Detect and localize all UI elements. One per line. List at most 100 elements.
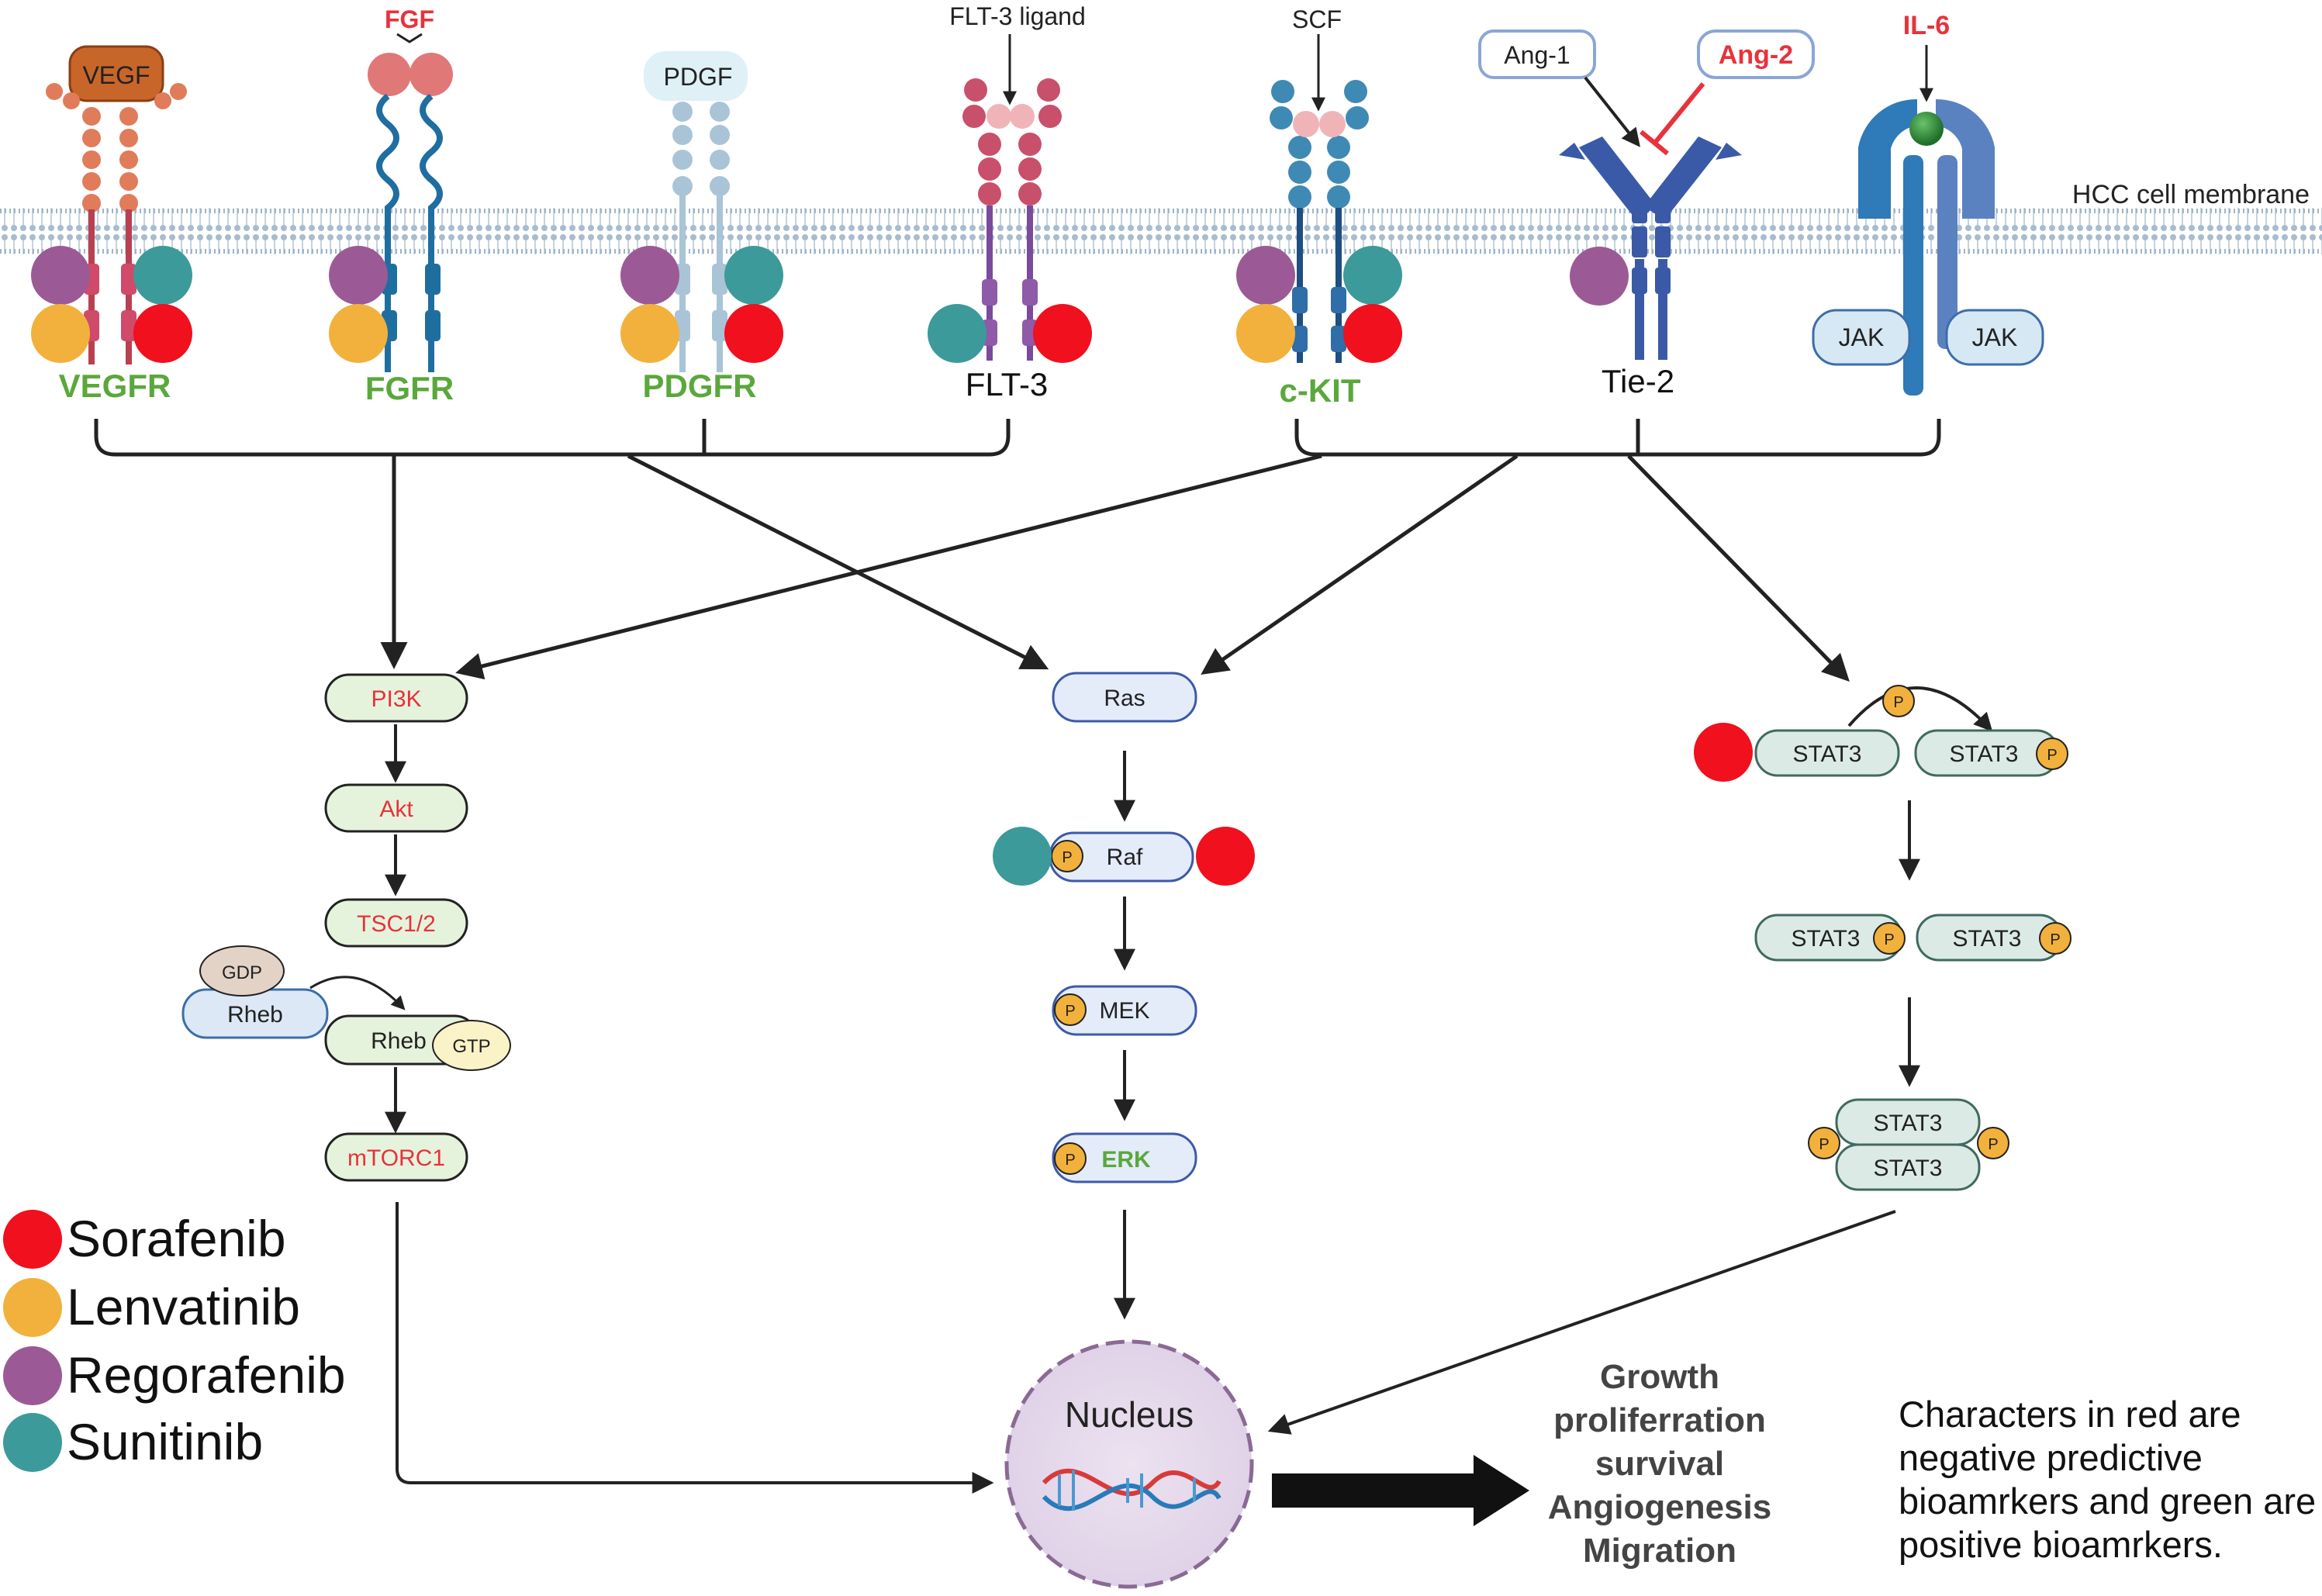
stat3-phospho-3-label: P (1884, 931, 1894, 948)
ang2-box (1697, 29, 1815, 79)
cell-outcomes: Growth proliferration survival Angiogene… (1520, 1356, 1799, 1573)
jak-left-label: JAK (1839, 323, 1885, 351)
tie2-receptor (1559, 136, 1742, 360)
mtorc1-to-nucleus (396, 1202, 994, 1494)
fgfr-receptor (368, 53, 453, 372)
sunitinib-dot-ckit (1343, 246, 1402, 305)
flt3-receptor (962, 78, 1062, 361)
mtorc1-box (324, 1132, 468, 1182)
stat3-phospho-4-label: P (2050, 931, 2060, 948)
lenvatinib-dot-fgfr (329, 304, 388, 363)
sunitinib-dot-raf (993, 827, 1052, 886)
stat3-transfer-phospho (1882, 685, 1915, 717)
regorafenib-dot-pdgfr (620, 246, 679, 305)
regorafenib-dot-vegfr (31, 246, 90, 305)
pdgfr-receptor (644, 51, 748, 372)
stat3-transfer-phospho-label: P (1893, 694, 1903, 711)
gdp-label: GDP (222, 962, 262, 983)
stat3-phospho-5 (1808, 1127, 1840, 1159)
biomarker-note: Characters in red are negative predictiv… (1899, 1394, 2317, 1565)
vegfr-receptor (46, 45, 187, 364)
rheb-activation-arrow (309, 976, 406, 1010)
nucleus (1004, 1339, 1254, 1589)
ang1-box (1478, 29, 1596, 79)
erk-box (1052, 1132, 1197, 1183)
gtp-label: GTP (452, 1036, 490, 1057)
mek-box (1052, 985, 1197, 1036)
lenvatinib-dot-pdgfr (620, 304, 679, 363)
sorafenib-dot-raf (1196, 827, 1255, 886)
jak-left-box (1812, 309, 1911, 366)
pathway-connectors (94, 419, 1941, 682)
tsc-box (324, 898, 468, 948)
mtorc1-label: mTORC1 (347, 1145, 445, 1171)
sorafenib-dot-flt3 (1033, 304, 1092, 363)
vegf-ligand-label: VEGF (82, 61, 150, 89)
akt-box (324, 783, 468, 833)
dna-icon (1042, 1468, 1221, 1511)
legend-regorafenib-label: Regorafenib (67, 1346, 346, 1404)
stat3-phospho-3 (1873, 922, 1906, 955)
erk-phospho (1054, 1142, 1087, 1175)
gtp-bubble (432, 1020, 511, 1071)
rheb-gdp-label: Rheb (227, 1002, 283, 1028)
legend-sunitinib-swatch (3, 1413, 62, 1472)
erk-label: ERK (1101, 1147, 1151, 1173)
drug-legend: Sorafenib Lenvatinib Regorafenib Sunitin… (3, 1210, 346, 1472)
outcome-growth: Growth (1600, 1358, 1719, 1396)
nucleus-label: Nucleus (1065, 1394, 1194, 1435)
il6-ligand-label: IL-6 (1903, 11, 1950, 40)
pi3k-box (324, 673, 468, 723)
sunitinib-dot-flt3 (928, 304, 987, 363)
stat3-to-nucleus (1267, 1210, 1896, 1435)
flt3-ligand-label: FLT-3 ligand (949, 2, 1086, 30)
stat3-phospho-6-label: P (1988, 1136, 1998, 1153)
outcome-angiogenesis: Angiogenesis (1547, 1488, 1772, 1526)
scf-ligand-label: SCF (1292, 5, 1342, 33)
mek-phospho (1054, 993, 1087, 1026)
legend-lenvatinib-label: Lenvatinib (67, 1278, 300, 1335)
jak-right-box (1945, 309, 2044, 366)
regorafenib-dot-tie2 (1570, 247, 1629, 306)
stat3-phospho-arrow (1847, 686, 1993, 732)
sorafenib-dot-stat3 (1694, 723, 1753, 782)
ckit-label: c-KIT (1280, 372, 1361, 409)
legend-lenvatinib-swatch (3, 1278, 62, 1337)
lenvatinib-dot-vegfr (31, 304, 90, 363)
akt-label: Akt (379, 796, 413, 822)
legend-regorafenib-swatch (3, 1346, 62, 1405)
rheb-gtp-label: Rheb (371, 1028, 427, 1054)
sunitinib-dot-vegfr (133, 246, 192, 305)
legend-sunitinib-label: Sunitinib (67, 1413, 263, 1470)
stat3-phospho-4 (2039, 922, 2071, 955)
ras-box (1052, 672, 1197, 723)
legend-sorafenib-swatch (3, 1210, 62, 1269)
stat3-box-6 (1835, 1143, 1981, 1191)
stat3-label-4: STAT3 (1953, 926, 2022, 952)
outcome-proliferation: proliferration (1553, 1401, 1766, 1439)
ang2-inhibit (1640, 82, 1705, 156)
sorafenib-dot-ckit (1343, 304, 1402, 363)
ckit-receptor (1270, 80, 1369, 363)
stat3-label-5: STAT3 (1874, 1111, 1943, 1136)
stat3-phospho-2 (2036, 738, 2068, 770)
stat3-phospho-2-label: P (2047, 747, 2057, 764)
sorafenib-dot-pdgfr (724, 304, 783, 363)
regorafenib-dot-ckit (1236, 246, 1295, 305)
outcome-migration: Migration (1583, 1532, 1736, 1570)
sunitinib-dot-pdgfr (724, 246, 783, 305)
sorafenib-dot-vegfr (133, 304, 192, 363)
mek-phospho-label: P (1065, 1003, 1075, 1020)
stat3-label-6: STAT3 (1874, 1156, 1943, 1181)
ang1-label: Ang-1 (1504, 41, 1570, 69)
jak-right-label: JAK (1972, 323, 2018, 351)
outcome-survival: survival (1595, 1445, 1725, 1483)
pdgfr-label: PDGFR (643, 368, 757, 404)
ang1-arrow (1584, 76, 1640, 147)
stat3-phospho-6 (1977, 1127, 2009, 1159)
flt3-label: FLT-3 (966, 366, 1049, 402)
fgf-ligand-label: FGF (385, 5, 434, 33)
erk-phospho-label: P (1065, 1152, 1075, 1169)
stat3-box-1 (1754, 729, 1900, 777)
